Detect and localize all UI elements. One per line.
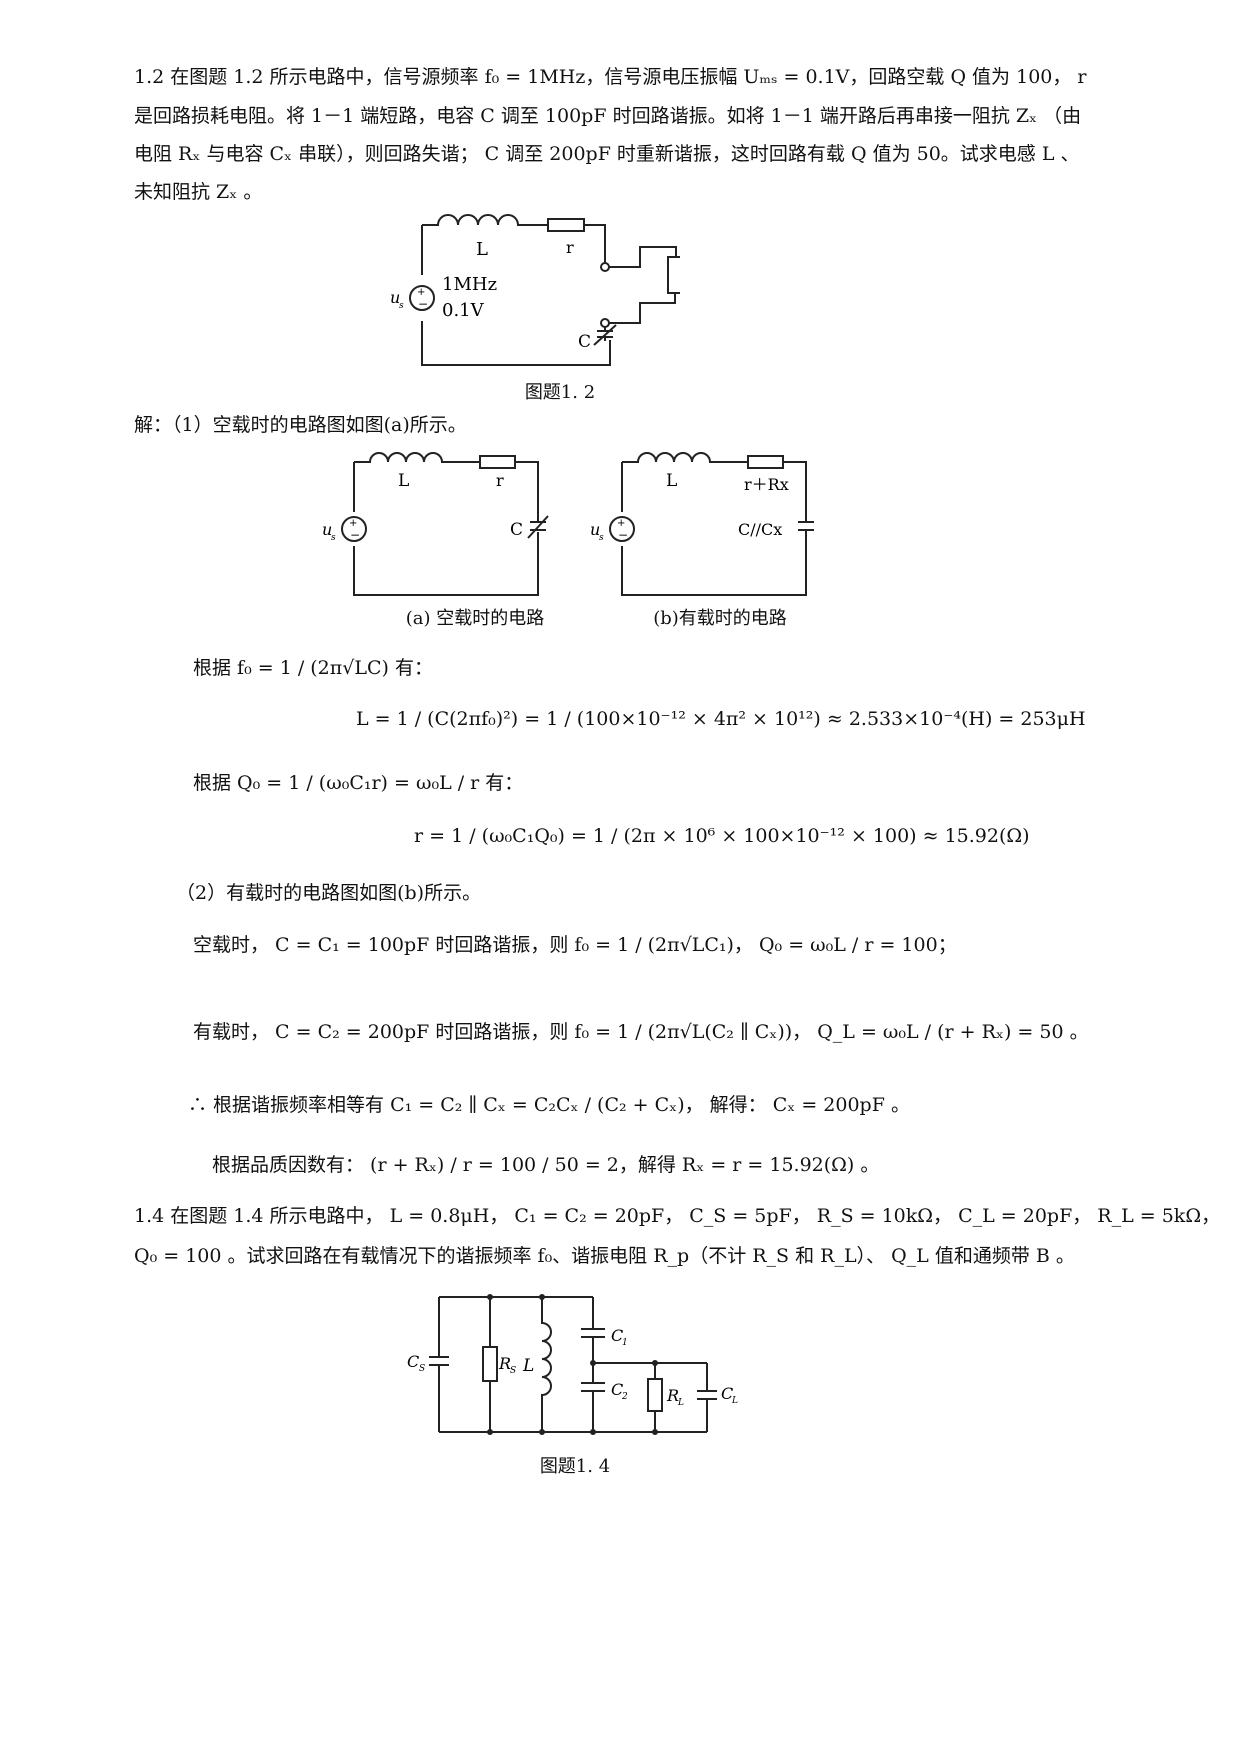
resistor-r — [479, 455, 516, 469]
equation-inductance: L = 1 / (C(2πf₀)²) = 1 / (100×10⁻¹² × 4π… — [356, 708, 1086, 730]
wire — [621, 461, 807, 596]
svg-text:+: + — [617, 518, 625, 529]
problem-1-4-line2: Q₀ = 100 。试求回路在有载情况下的谐振频率 f₀、谐振电阻 R_p（不计… — [134, 1245, 1075, 1267]
terminal-1-prime — [600, 318, 610, 328]
wire — [584, 224, 606, 263]
equation-q-condition: 根据 Q₀ = 1 / (ω₀C₁r) = ω₀L / r 有： — [193, 772, 524, 794]
figure-1-4-circuit: C S R S L C 1 C 2 R L C L — [407, 1294, 738, 1435]
figure-b-circuit: + − L r＋Rx C//Cx u s — [590, 452, 814, 596]
resistor-r-rx — [747, 455, 784, 469]
svg-text:+: + — [417, 287, 425, 298]
label-l: L — [666, 471, 677, 491]
figure-1-4-caption: 图题1. 4 — [539, 1456, 611, 1477]
voltage-source — [409, 285, 435, 311]
problem-1-2-line2: 是回路损耗电阻。将 1－1 端短路，电容 C 调至 100pF 时回路谐振。如将… — [134, 105, 1082, 127]
rails — [439, 1296, 707, 1433]
variable-arrow — [593, 324, 617, 346]
problem-1-4-line1: 1.4 在图题 1.4 所示电路中， L = 0.8μH， C₁ = C₂ = … — [134, 1205, 1221, 1227]
label-us: u — [390, 288, 400, 307]
svg-text:−: − — [618, 528, 628, 542]
label-us-sub: s — [331, 533, 336, 543]
label-cs-sub: S — [419, 1364, 425, 1374]
variable-arrow — [527, 515, 549, 539]
capacitor-cl — [697, 1363, 717, 1432]
wire — [609, 246, 677, 268]
equation-resonance-condition: 根据 f₀ = 1 / (2π√LC) 有： — [193, 657, 433, 679]
label-c2: C — [611, 1380, 623, 1399]
label-rs: R — [498, 1354, 511, 1373]
equation-unloaded: 空载时， C = C₁ = 100pF 时回路谐振，则 f₀ = 1 / (2π… — [193, 934, 957, 956]
label-c-cx: C//Cx — [738, 520, 782, 539]
label-r: r — [566, 238, 574, 257]
inductor-l — [541, 1297, 552, 1432]
figure-b-caption: (b)有载时的电路 — [653, 608, 787, 629]
label-l: L — [522, 1356, 534, 1376]
problem-1-2-line1: 1.2 在图题 1.2 所示电路中，信号源频率 f₀ = 1MHz，信号源电压振… — [134, 66, 1087, 88]
label-freq: 1MHz — [442, 274, 497, 295]
figure-1-2-circuit: + − L r 1MHz 0.1V u s Z x C — [390, 214, 680, 366]
resistor-r — [547, 218, 585, 232]
figure-1-2-caption: 图题1. 2 — [524, 382, 596, 403]
problem-1-2-line4: 未知阻抗 Zₓ 。 — [134, 181, 263, 203]
svg-text:+: + — [349, 518, 357, 529]
label-rs-sub: S — [510, 1366, 516, 1376]
svg-text:−: − — [350, 528, 360, 542]
label-c2-sub: 2 — [621, 1392, 628, 1402]
figure-a-circuit: + − L r C u s — [322, 452, 549, 596]
svg-text:−: − — [418, 297, 428, 311]
resistor-rl — [647, 1378, 663, 1412]
label-r: r — [496, 471, 504, 490]
wire — [353, 461, 539, 596]
voltage-source — [341, 516, 367, 542]
solution-part2: （2）有载时的电路图如图(b)所示。 — [176, 882, 482, 904]
label-cl: C — [721, 1384, 733, 1403]
problem-1-2-line3: 电阻 Rₓ 与电容 Cₓ 串联），则回路失谐； C 调至 200pF 时重新谐振… — [134, 143, 1080, 165]
label-c1: C — [611, 1326, 623, 1345]
wire — [421, 321, 611, 366]
label-c: C — [510, 520, 523, 540]
label-us: u — [590, 520, 600, 539]
label-rl: R — [666, 1386, 679, 1405]
equation-resistance: r = 1 / (ω₀C₁Q₀) = 1 / (2π × 10⁶ × 100×1… — [414, 825, 1030, 847]
impedance-zx — [667, 256, 680, 294]
capacitor-c-cx — [798, 521, 814, 531]
equation-loaded: 有载时， C = C₂ = 200pF 时回路谐振，则 f₀ = 1 / (2π… — [193, 1021, 1089, 1043]
inductor-L — [622, 452, 748, 463]
label-amplitude: 0.1V — [442, 300, 485, 321]
label-us-sub: s — [399, 301, 404, 311]
equation-cx: ∴ 根据谐振频率相等有 C₁ = C₂ ∥ Cₓ = C₂Cₓ / (C₂ + … — [188, 1094, 910, 1116]
label-l: L — [398, 471, 409, 491]
figure-a-caption: (a) 空载时的电路 — [405, 608, 545, 629]
capacitor-cs — [429, 1297, 449, 1432]
voltage-source — [609, 516, 635, 542]
label-rl-sub: L — [677, 1398, 684, 1408]
inductor-L — [422, 214, 548, 226]
label-us-sub: s — [599, 533, 604, 543]
label-us: u — [322, 520, 332, 539]
inductor-L — [354, 452, 480, 463]
terminal-1 — [600, 262, 610, 272]
label-cl-sub: L — [731, 1396, 738, 1406]
label-r-rx: r＋Rx — [744, 475, 789, 494]
equation-rx: 根据品质因数有： (r + Rₓ) / r = 100 / 50 = 2，解得 … — [212, 1154, 880, 1176]
resistor-rs — [482, 1346, 498, 1382]
wire — [609, 293, 676, 324]
capacitor-c — [597, 327, 613, 341]
label-cs: C — [407, 1352, 419, 1371]
label-c1-sub: 1 — [622, 1338, 628, 1348]
label-l: L — [476, 239, 488, 260]
solution-intro: 解：（1）空载时的电路图如图(a)所示。 — [134, 414, 467, 436]
label-c: C — [578, 332, 591, 352]
